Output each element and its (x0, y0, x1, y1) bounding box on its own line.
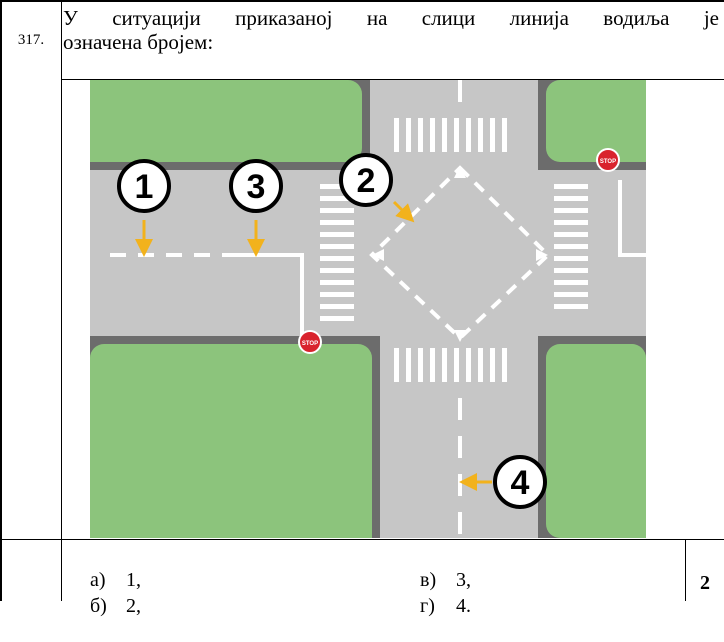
question-text-line-2: означена бројем: (63, 30, 214, 54)
question-text: У ситуацији приказаној на слици линија в… (63, 6, 719, 54)
border-points-column (685, 539, 686, 601)
answer-label-a: а) (90, 569, 106, 591)
answer-label-g: г) (420, 595, 435, 617)
svg-text:3: 3 (247, 168, 266, 206)
answer-value-a: 1, (126, 569, 141, 591)
answer-option-b[interactable]: б) 2, (70, 570, 141, 642)
svg-text:STOP: STOP (600, 159, 616, 165)
points-value: 2 (700, 572, 710, 594)
svg-text:STOP: STOP (302, 341, 318, 347)
answer-option-a[interactable]: а) 1, (70, 544, 141, 616)
center-line-east (618, 180, 646, 257)
border-header-bottom (61, 79, 724, 80)
callout-2: 2 (339, 153, 393, 207)
svg-text:1: 1 (135, 168, 154, 206)
direction-arrow-right (536, 249, 548, 261)
grass-block-bottom-left (90, 336, 380, 538)
svg-text:2: 2 (357, 162, 376, 200)
crosswalk-left (320, 184, 354, 321)
pointer-arrow-2 (392, 200, 415, 223)
answer-value-b: 2, (126, 595, 141, 617)
crosswalk-top (394, 118, 507, 152)
direction-arrow-bottom (454, 330, 466, 342)
crosswalk-right (554, 184, 588, 309)
border-number-column (61, 0, 62, 601)
border-figure-bottom (0, 539, 724, 540)
answer-value-v: 3, (456, 569, 471, 591)
grass-block-top-right (538, 80, 646, 170)
callout-4: 4 (493, 455, 547, 509)
svg-text:4: 4 (511, 464, 530, 502)
stop-sign-bottom-left: STOP (298, 330, 322, 354)
question-card: 317. У ситуацији приказаној на слици лин… (0, 0, 724, 617)
question-text-line-1: У ситуацији приказаној на слици линија в… (63, 6, 719, 30)
direction-arrow-top (454, 166, 466, 178)
crosswalk-bottom (394, 348, 507, 382)
callout-1: 1 (117, 159, 171, 213)
border-top (0, 0, 724, 2)
answer-option-v[interactable]: в) 3, (400, 544, 471, 616)
question-number: 317. (17, 31, 45, 48)
stop-sign-top-right: STOP (596, 148, 620, 172)
answer-label-v: в) (420, 569, 437, 591)
answer-value-g: 4. (456, 595, 471, 617)
answer-option-g[interactable]: г) 4. (400, 570, 471, 642)
grass-block-top-left (90, 80, 370, 170)
grass-block-bottom-right (538, 336, 646, 538)
callout-3: 3 (229, 159, 283, 213)
direction-arrow-left (372, 249, 384, 261)
answer-label-b: б) (90, 595, 107, 617)
intersection-illustration: STOP STOP 1 3 2 4 (90, 80, 646, 538)
border-left (0, 0, 2, 601)
guide-line-diamond (369, 165, 551, 341)
